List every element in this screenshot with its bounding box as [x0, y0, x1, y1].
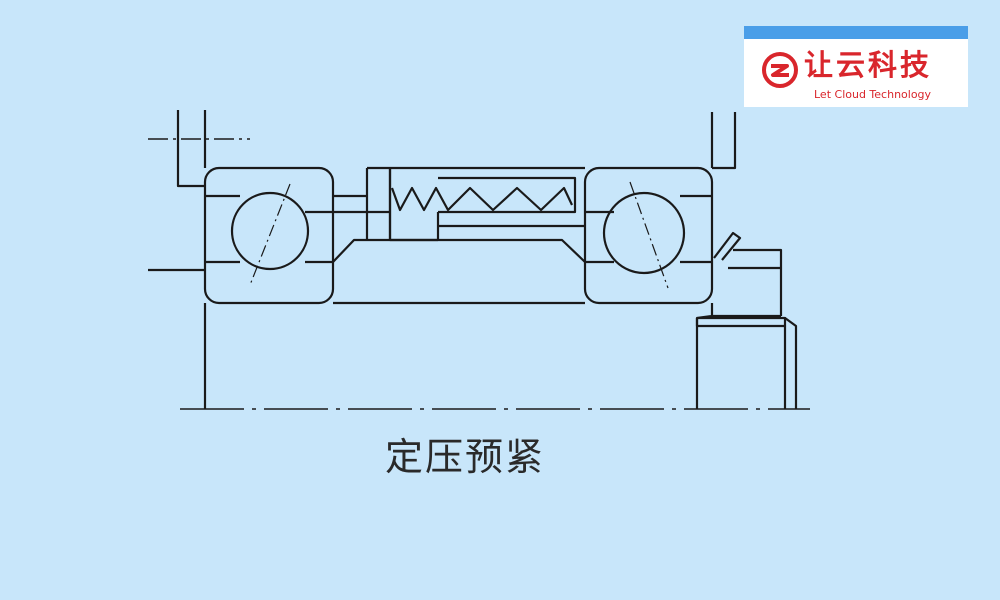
right-bearing-outer-ring: [583, 166, 714, 305]
left-bearing-contact-line: [249, 183, 291, 286]
spring-housing: [333, 166, 585, 242]
housing-right: [710, 112, 737, 170]
right-bearing-ball: [602, 191, 686, 275]
right-bearing-inner-contour: [585, 194, 712, 264]
let-cloud-logo-icon: [762, 52, 798, 88]
company-logo: 让云科技 Let Cloud Technology: [744, 26, 968, 107]
left-bearing: [203, 166, 335, 305]
left-bearing-ball: [230, 191, 310, 271]
right-bearing-contact-line: [629, 181, 669, 289]
lock-nut: [695, 231, 798, 409]
housing-left: [176, 110, 207, 188]
right-bearing: [583, 166, 714, 305]
inner-spacer: [332, 238, 586, 305]
shaft: [203, 303, 699, 409]
diagram-caption: 定压预紧: [384, 435, 545, 479]
left-bearing-outer-ring: [203, 166, 335, 305]
brand-name-en: Let Cloud Technology: [814, 88, 932, 101]
brand-name-cn: 让云科技: [804, 48, 933, 82]
preload-spring: [390, 186, 573, 212]
left-bearing-inner-contour: [205, 194, 333, 264]
